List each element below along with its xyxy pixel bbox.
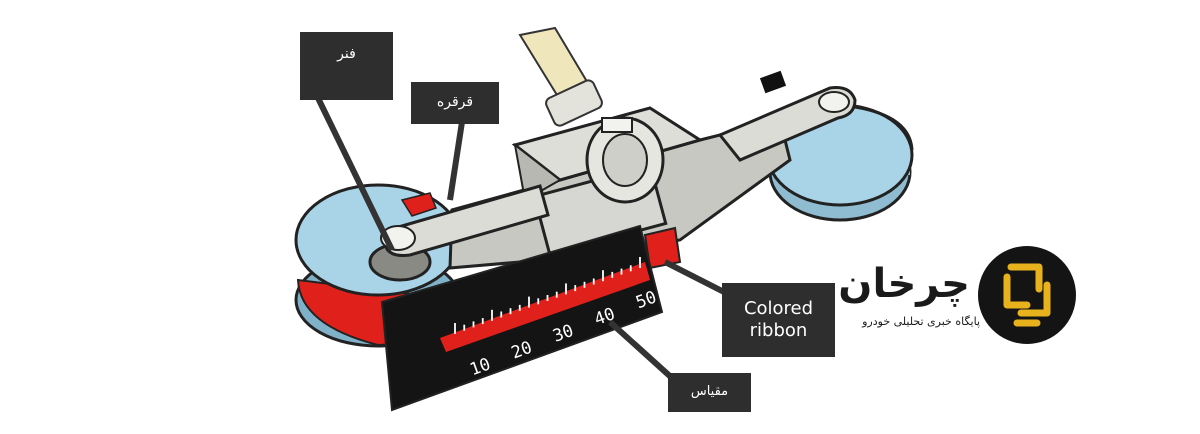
reel-window-red: [400, 192, 437, 217]
reel-window-dark: [759, 70, 787, 94]
colored-ribbon-strip: [643, 226, 682, 270]
label-spring-text: فنر: [337, 46, 356, 62]
leader-reel: [447, 121, 465, 201]
gauge-body: [448, 106, 792, 270]
leader-ribbon: [663, 259, 726, 295]
brand-logo-icon: [978, 246, 1076, 344]
label-reel: قرقره: [411, 82, 499, 124]
leader-spring: [315, 96, 395, 252]
leader-scale: [607, 319, 675, 381]
brand-tagline: پایگاه خبری تحلیلی خودرو: [862, 315, 980, 328]
scale-red-bar: [440, 262, 650, 352]
brand-name: چرخان: [838, 261, 970, 307]
brand-block: چرخان پایگاه خبری تحلیلی خودرو: [830, 245, 1080, 345]
cable-collar: [545, 79, 603, 127]
label-scale-text: مقیاس: [690, 384, 729, 400]
label-scale: مقیاس: [668, 373, 751, 412]
label-reel-text: قرقره: [436, 94, 474, 111]
label-spring: فنر: [300, 32, 393, 100]
label-colored-ribbon: Colored ribbon: [722, 283, 835, 357]
label-colored-ribbon-text: Colored ribbon: [743, 297, 814, 342]
scale-minor-ticks: [454, 257, 641, 334]
